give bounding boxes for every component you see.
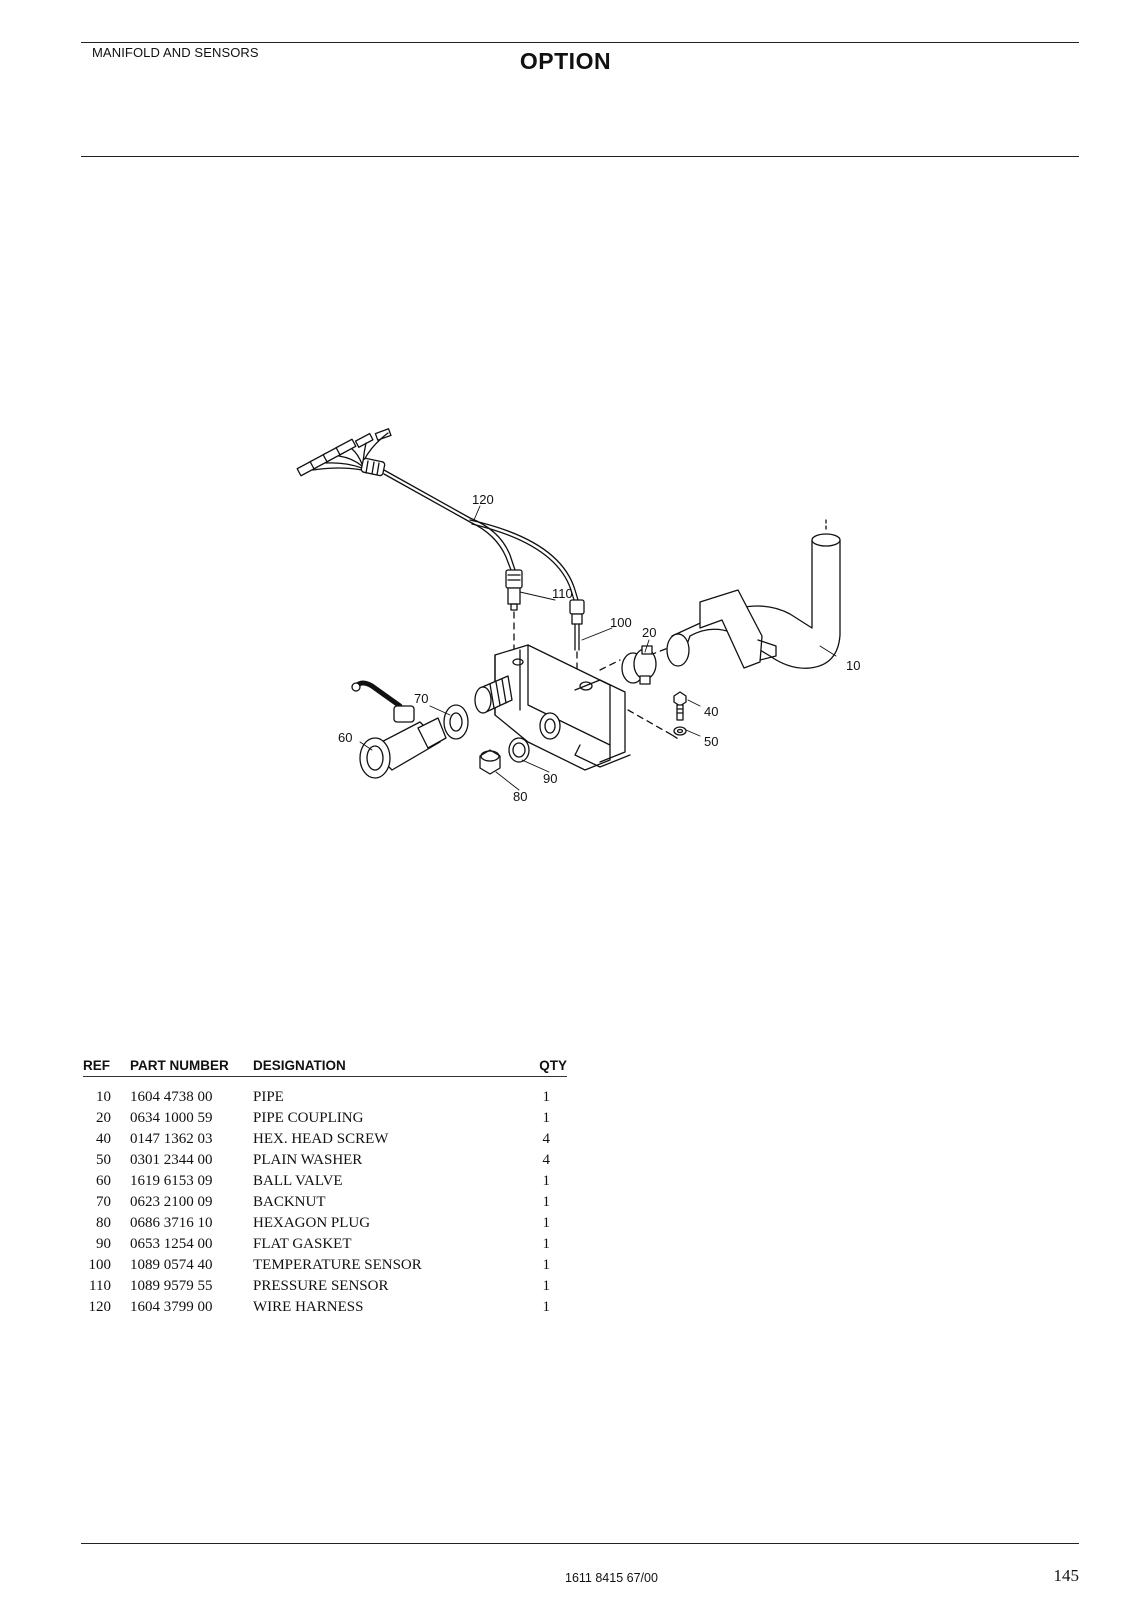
designation-cell: FLAT GASKET [253, 1236, 352, 1252]
designation-cell: PIPE [253, 1089, 284, 1105]
hex-screw [673, 691, 687, 721]
table-row: 50 0301 2344 00 PLAIN WASHER 4 [83, 1152, 567, 1173]
table-row: 100 1089 0574 40 TEMPERATURE SENSOR 1 [83, 1257, 567, 1278]
qty-cell: 1 [542, 1110, 551, 1126]
designation-cell: PRESSURE SENSOR [253, 1278, 389, 1294]
ref-cell: 60 [96, 1173, 111, 1189]
table-row: 70 0623 2100 09 BACKNUT 1 [83, 1194, 567, 1215]
qty-cell: 1 [542, 1194, 551, 1210]
part-number-cell: 1089 0574 40 [130, 1257, 213, 1273]
part-number-cell: 1619 6153 09 [130, 1173, 213, 1189]
qty-cell: 1 [542, 1299, 551, 1315]
designation-cell: WIRE HARNESS [253, 1299, 364, 1315]
column-header-part-number: PART NUMBER [130, 1058, 229, 1073]
pipe-coupling [621, 645, 657, 685]
callout-120: 120 [472, 492, 494, 507]
part-number-cell: 1089 9579 55 [130, 1278, 213, 1294]
page-heading: OPTION [519, 48, 612, 74]
temperature-sensor [569, 599, 585, 651]
harness-gland [360, 457, 386, 477]
side-port [539, 712, 561, 740]
part-number-cell: 0686 3716 10 [130, 1215, 213, 1231]
qty-cell: 4 [542, 1152, 551, 1168]
table-row: 10 1604 4738 00 PIPE 1 [83, 1089, 567, 1110]
column-header-designation: DESIGNATION [253, 1058, 346, 1073]
qty-cell: 1 [542, 1278, 551, 1294]
ref-cell: 90 [96, 1236, 111, 1252]
qty-cell: 1 [542, 1257, 551, 1273]
qty-cell: 1 [542, 1215, 551, 1231]
callout-110: 110 [552, 586, 573, 601]
callout-70: 70 [414, 691, 428, 706]
table-row: 60 1619 6153 09 BALL VALVE 1 [83, 1173, 567, 1194]
table-row: 40 0147 1362 03 HEX. HEAD SCREW 4 [83, 1131, 567, 1152]
ref-cell: 110 [89, 1278, 111, 1294]
ref-cell: 70 [96, 1194, 111, 1210]
flat-gasket [508, 737, 530, 763]
page-number: 145 [1053, 1566, 1080, 1585]
ref-cell: 80 [96, 1215, 111, 1231]
part-number-cell: 0653 1254 00 [130, 1236, 213, 1252]
exploded-parts-diagram: 120 110 100 20 10 40 50 70 60 90 80 [296, 428, 860, 804]
table-row: 80 0686 3716 10 HEXAGON PLUG 1 [83, 1215, 567, 1236]
callout-40: 40 [704, 704, 718, 719]
wire-harness-cable [383, 469, 579, 601]
leader-lines [359, 505, 837, 791]
ref-cell: 50 [96, 1152, 111, 1168]
qty-cell: 4 [542, 1131, 551, 1147]
qty-cell: 1 [542, 1089, 551, 1105]
table-row: 110 1089 9579 55 PRESSURE SENSOR 1 [83, 1278, 567, 1299]
part-number-cell: 1604 4738 00 [130, 1089, 213, 1105]
designation-cell: TEMPERATURE SENSOR [253, 1257, 422, 1273]
footer-rule [81, 1543, 1079, 1544]
qty-cell: 1 [542, 1173, 551, 1189]
document-number: 1611 8415 67/00 [565, 1571, 658, 1585]
callout-10: 10 [846, 658, 860, 673]
hexagon-plug [479, 749, 501, 775]
callout-50: 50 [704, 734, 718, 749]
designation-cell: BALL VALVE [253, 1173, 343, 1189]
callout-100: 100 [610, 615, 632, 630]
callout-80: 80 [513, 789, 527, 804]
designation-cell: HEXAGON PLUG [253, 1215, 371, 1231]
designation-cell: HEX. HEAD SCREW [253, 1131, 389, 1147]
part-number-cell: 0147 1362 03 [130, 1131, 213, 1147]
callout-60: 60 [338, 730, 352, 745]
plain-washer [673, 726, 687, 736]
manifold-body [494, 644, 631, 771]
column-header-ref: REF [83, 1058, 110, 1073]
header-top-rule [81, 42, 1079, 43]
table-row: 120 1604 3799 00 WIRE HARNESS 1 [83, 1299, 567, 1320]
ref-cell: 100 [88, 1257, 112, 1273]
table-header: REF PART NUMBER DESIGNATION QTY [83, 1056, 567, 1077]
ref-cell: 20 [96, 1110, 111, 1126]
part-number-cell: 0634 1000 59 [130, 1110, 213, 1126]
ref-cell: 40 [96, 1131, 111, 1147]
callout-90: 90 [543, 771, 557, 786]
column-header-qty: QTY [539, 1058, 567, 1073]
manifold-stub [474, 675, 513, 714]
table-row: 20 0634 1000 59 PIPE COUPLING 1 [83, 1110, 567, 1131]
ref-cell: 10 [96, 1089, 111, 1105]
pressure-sensor [505, 569, 523, 611]
backnut [443, 704, 469, 740]
designation-cell: PIPE COUPLING [253, 1110, 364, 1126]
callout-20: 20 [642, 625, 656, 640]
qty-cell: 1 [542, 1236, 551, 1252]
part-number-cell: 0623 2100 09 [130, 1194, 213, 1210]
pipe [666, 519, 841, 669]
harness-connectors [296, 428, 392, 477]
section-title: MANIFOLD AND SENSORS [92, 45, 259, 60]
header-bottom-rule [81, 156, 1079, 157]
table-row: 90 0653 1254 00 FLAT GASKET 1 [83, 1236, 567, 1257]
ref-cell: 120 [88, 1299, 112, 1315]
ball-valve [351, 680, 447, 779]
part-number-cell: 1604 3799 00 [130, 1299, 213, 1315]
part-number-cell: 0301 2344 00 [130, 1152, 213, 1168]
designation-cell: PLAIN WASHER [253, 1152, 363, 1168]
designation-cell: BACKNUT [253, 1194, 326, 1210]
